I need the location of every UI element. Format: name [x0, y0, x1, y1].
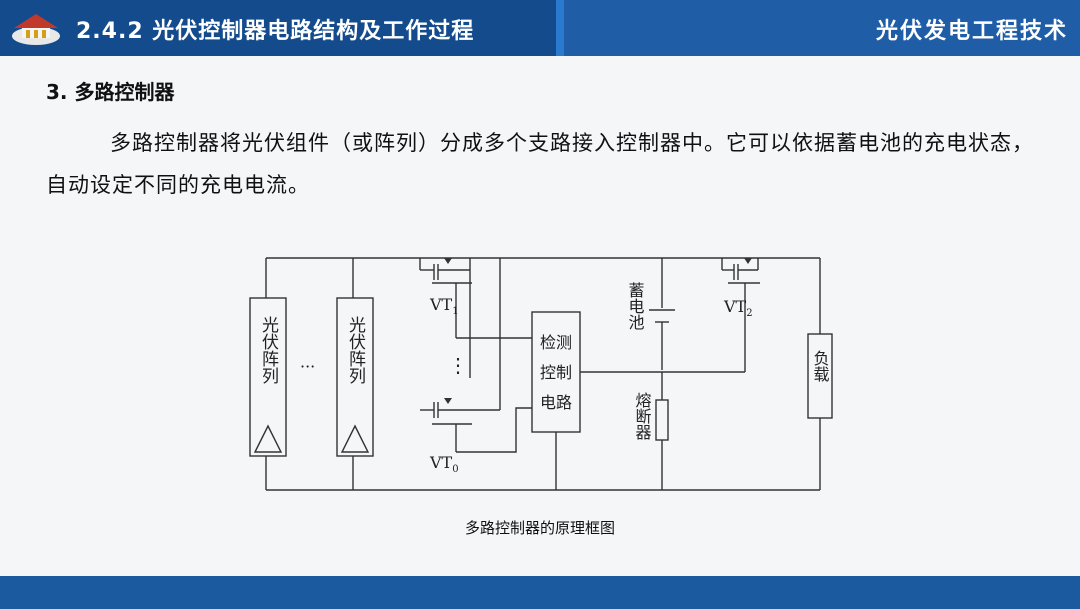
battery-label: 蓄电池 — [626, 282, 645, 330]
section-title: 2.4.2 光伏控制器电路结构及工作过程 — [76, 19, 475, 44]
header-left-panel — [0, 0, 560, 56]
controller-label-line-3: 电路 — [540, 393, 572, 412]
body-paragraph: 多路控制器将光伏组件（或阵列）分成多个支路接入控制器中。它可以依据蓄电池的充电状… — [46, 131, 1034, 197]
vt2-label: VT2 — [723, 297, 753, 319]
switch-ellipsis: ⋮ — [448, 353, 468, 377]
header-accent-stripe — [556, 0, 564, 56]
course-title: 光伏发电工程技术 — [875, 19, 1068, 44]
fuse-label: 熔断器 — [633, 392, 652, 440]
controller-label-line-2: 控制 — [540, 363, 572, 382]
controller-label-line-1: 检测 — [540, 333, 572, 352]
vtn-label: VT0 — [429, 453, 459, 475]
figure-caption: 多路控制器的原理框图 — [464, 519, 615, 537]
subsection-heading: 3. 多路控制器 — [46, 80, 175, 104]
pv-array-1-label: 光伏阵列 — [258, 316, 279, 385]
vt1-label: VT1 — [429, 295, 459, 317]
school-logo-icon — [12, 14, 60, 45]
header-bar: 2.4.2 光伏控制器电路结构及工作过程 光伏发电工程技术 — [0, 0, 1080, 56]
array-ellipsis: ··· — [300, 357, 315, 376]
pv-array-2-label: 光伏阵列 — [345, 316, 366, 385]
load-label: 负载 — [811, 350, 830, 383]
footer-bar — [0, 576, 1080, 609]
